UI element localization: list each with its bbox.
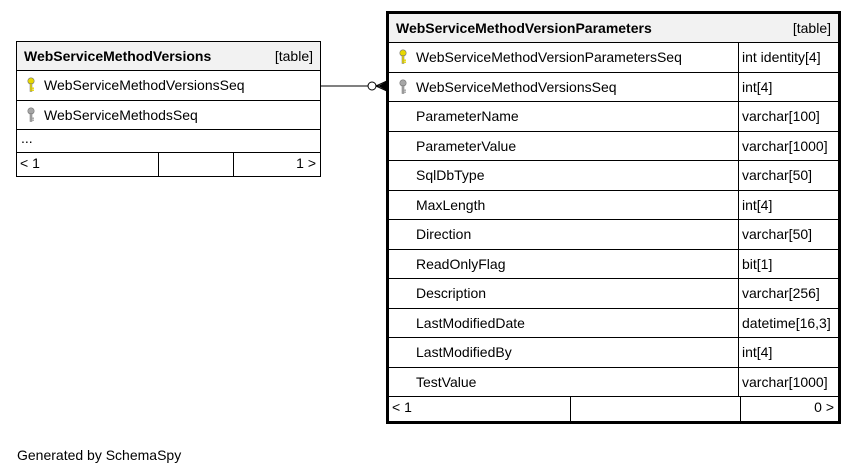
column-row[interactable]: TestValue varchar[1000] <box>389 367 838 397</box>
table-footer: < 1 1 > <box>17 153 320 176</box>
table-kind-label: [table] <box>792 20 831 36</box>
column-row[interactable]: SqlDbType varchar[50] <box>389 161 838 191</box>
foreign-key-icon <box>27 107 35 122</box>
column-row[interactable]: Description varchar[256] <box>389 279 838 309</box>
column-name-cell[interactable]: TestValue <box>389 368 738 397</box>
child-count-link[interactable]: 1 > <box>296 155 316 171</box>
parent-count-link[interactable]: < 1 <box>389 397 571 421</box>
primary-key-icon <box>399 49 407 64</box>
generator-credit: Generated by SchemaSpy <box>17 447 182 463</box>
column-name-cell[interactable]: MaxLength <box>389 191 738 220</box>
column-type: bit[1] <box>738 249 838 278</box>
column-name-cell[interactable]: ReadOnlyFlag <box>389 250 738 279</box>
zero-cardinality-circle <box>367 81 377 91</box>
primary-key-icon <box>27 77 35 92</box>
column-type: varchar[1000] <box>738 131 838 160</box>
column-name[interactable]: Direction <box>416 226 472 243</box>
table-footer: < 1 0 > <box>389 397 838 421</box>
column-name[interactable]: ParameterValue <box>416 137 517 154</box>
column-name-cell[interactable]: Direction <box>389 220 738 249</box>
column-name[interactable]: MaxLength <box>416 196 486 213</box>
column-row[interactable]: WebServiceMethodVersionsSeq <box>17 71 320 101</box>
column-name-cell[interactable]: ParameterName <box>389 102 738 131</box>
column-name-cell[interactable]: Description <box>389 279 738 308</box>
child-count-link[interactable]: 0 > <box>814 399 834 415</box>
column-row[interactable]: ReadOnlyFlag bit[1] <box>389 249 838 279</box>
column-name[interactable]: LastModifiedBy <box>416 344 512 361</box>
column-type: int[4] <box>738 338 838 367</box>
column-type: varchar[256] <box>738 279 838 308</box>
column-row[interactable]: ParameterName varchar[100] <box>389 102 838 132</box>
column-name[interactable]: LastModifiedDate <box>416 314 525 331</box>
column-name-cell[interactable]: WebServiceMethodVersionsSeq <box>389 73 738 102</box>
footer-spacer <box>159 153 234 176</box>
column-row[interactable]: LastModifiedDate datetime[16,3] <box>389 308 838 338</box>
more-columns-indicator: ... <box>17 130 320 153</box>
table-header[interactable]: WebServiceMethodVersionParameters [table… <box>389 14 838 43</box>
foreign-key-icon <box>399 79 407 94</box>
table-web-service-method-version-parameters[interactable]: WebServiceMethodVersionParameters [table… <box>386 11 841 424</box>
column-row[interactable]: WebServiceMethodVersionsSeq int[4] <box>389 72 838 102</box>
column-name[interactable]: TestValue <box>416 373 477 390</box>
footer-spacer <box>571 397 741 421</box>
column-name-cell[interactable]: WebServiceMethodsSeq <box>17 101 320 130</box>
column-name-cell[interactable]: SqlDbType <box>389 161 738 190</box>
column-name-cell[interactable]: LastModifiedDate <box>389 309 738 338</box>
column-row[interactable]: MaxLength int[4] <box>389 190 838 220</box>
table-name[interactable]: WebServiceMethodVersions <box>24 48 212 64</box>
column-type: int[4] <box>738 190 838 219</box>
column-type: varchar[1000] <box>738 367 838 396</box>
column-name[interactable]: SqlDbType <box>416 167 485 184</box>
table-name[interactable]: WebServiceMethodVersionParameters <box>396 20 652 36</box>
column-type: varchar[50] <box>738 220 838 249</box>
column-name[interactable]: WebServiceMethodVersionParametersSeq <box>416 49 682 66</box>
column-row[interactable]: WebServiceMethodVersionParametersSeq int … <box>389 43 838 73</box>
column-name-cell[interactable]: ParameterValue <box>389 132 738 161</box>
column-name[interactable]: ReadOnlyFlag <box>416 255 506 272</box>
column-name-cell[interactable]: WebServiceMethodVersionParametersSeq <box>389 43 738 72</box>
column-type: varchar[50] <box>738 161 838 190</box>
column-type: int[4] <box>738 72 838 101</box>
column-name[interactable]: ParameterName <box>416 108 519 125</box>
column-row[interactable]: LastModifiedBy int[4] <box>389 338 838 368</box>
column-row[interactable]: WebServiceMethodsSeq <box>17 101 320 130</box>
column-name[interactable]: WebServiceMethodsSeq <box>44 106 198 123</box>
table-header[interactable]: WebServiceMethodVersions [table] <box>17 42 320 71</box>
table-kind-label: [table] <box>274 48 313 64</box>
table-web-service-method-versions[interactable]: WebServiceMethodVersions [table] WebServ… <box>16 41 321 177</box>
parent-count-link[interactable]: < 1 <box>17 153 159 176</box>
column-type: datetime[16,3] <box>738 308 838 337</box>
column-list: WebServiceMethodVersionParametersSeq int … <box>389 43 838 397</box>
column-row[interactable]: Direction varchar[50] <box>389 220 838 250</box>
column-type: int identity[4] <box>738 43 838 72</box>
column-row[interactable]: ParameterValue varchar[1000] <box>389 131 838 161</box>
column-name[interactable]: WebServiceMethodVersionsSeq <box>416 78 617 95</box>
column-name-cell[interactable]: LastModifiedBy <box>389 338 738 367</box>
column-name-cell[interactable]: WebServiceMethodVersionsSeq <box>17 71 320 100</box>
column-type: varchar[100] <box>738 102 838 131</box>
column-name[interactable]: WebServiceMethodVersionsSeq <box>44 77 245 94</box>
column-name[interactable]: Description <box>416 285 487 302</box>
